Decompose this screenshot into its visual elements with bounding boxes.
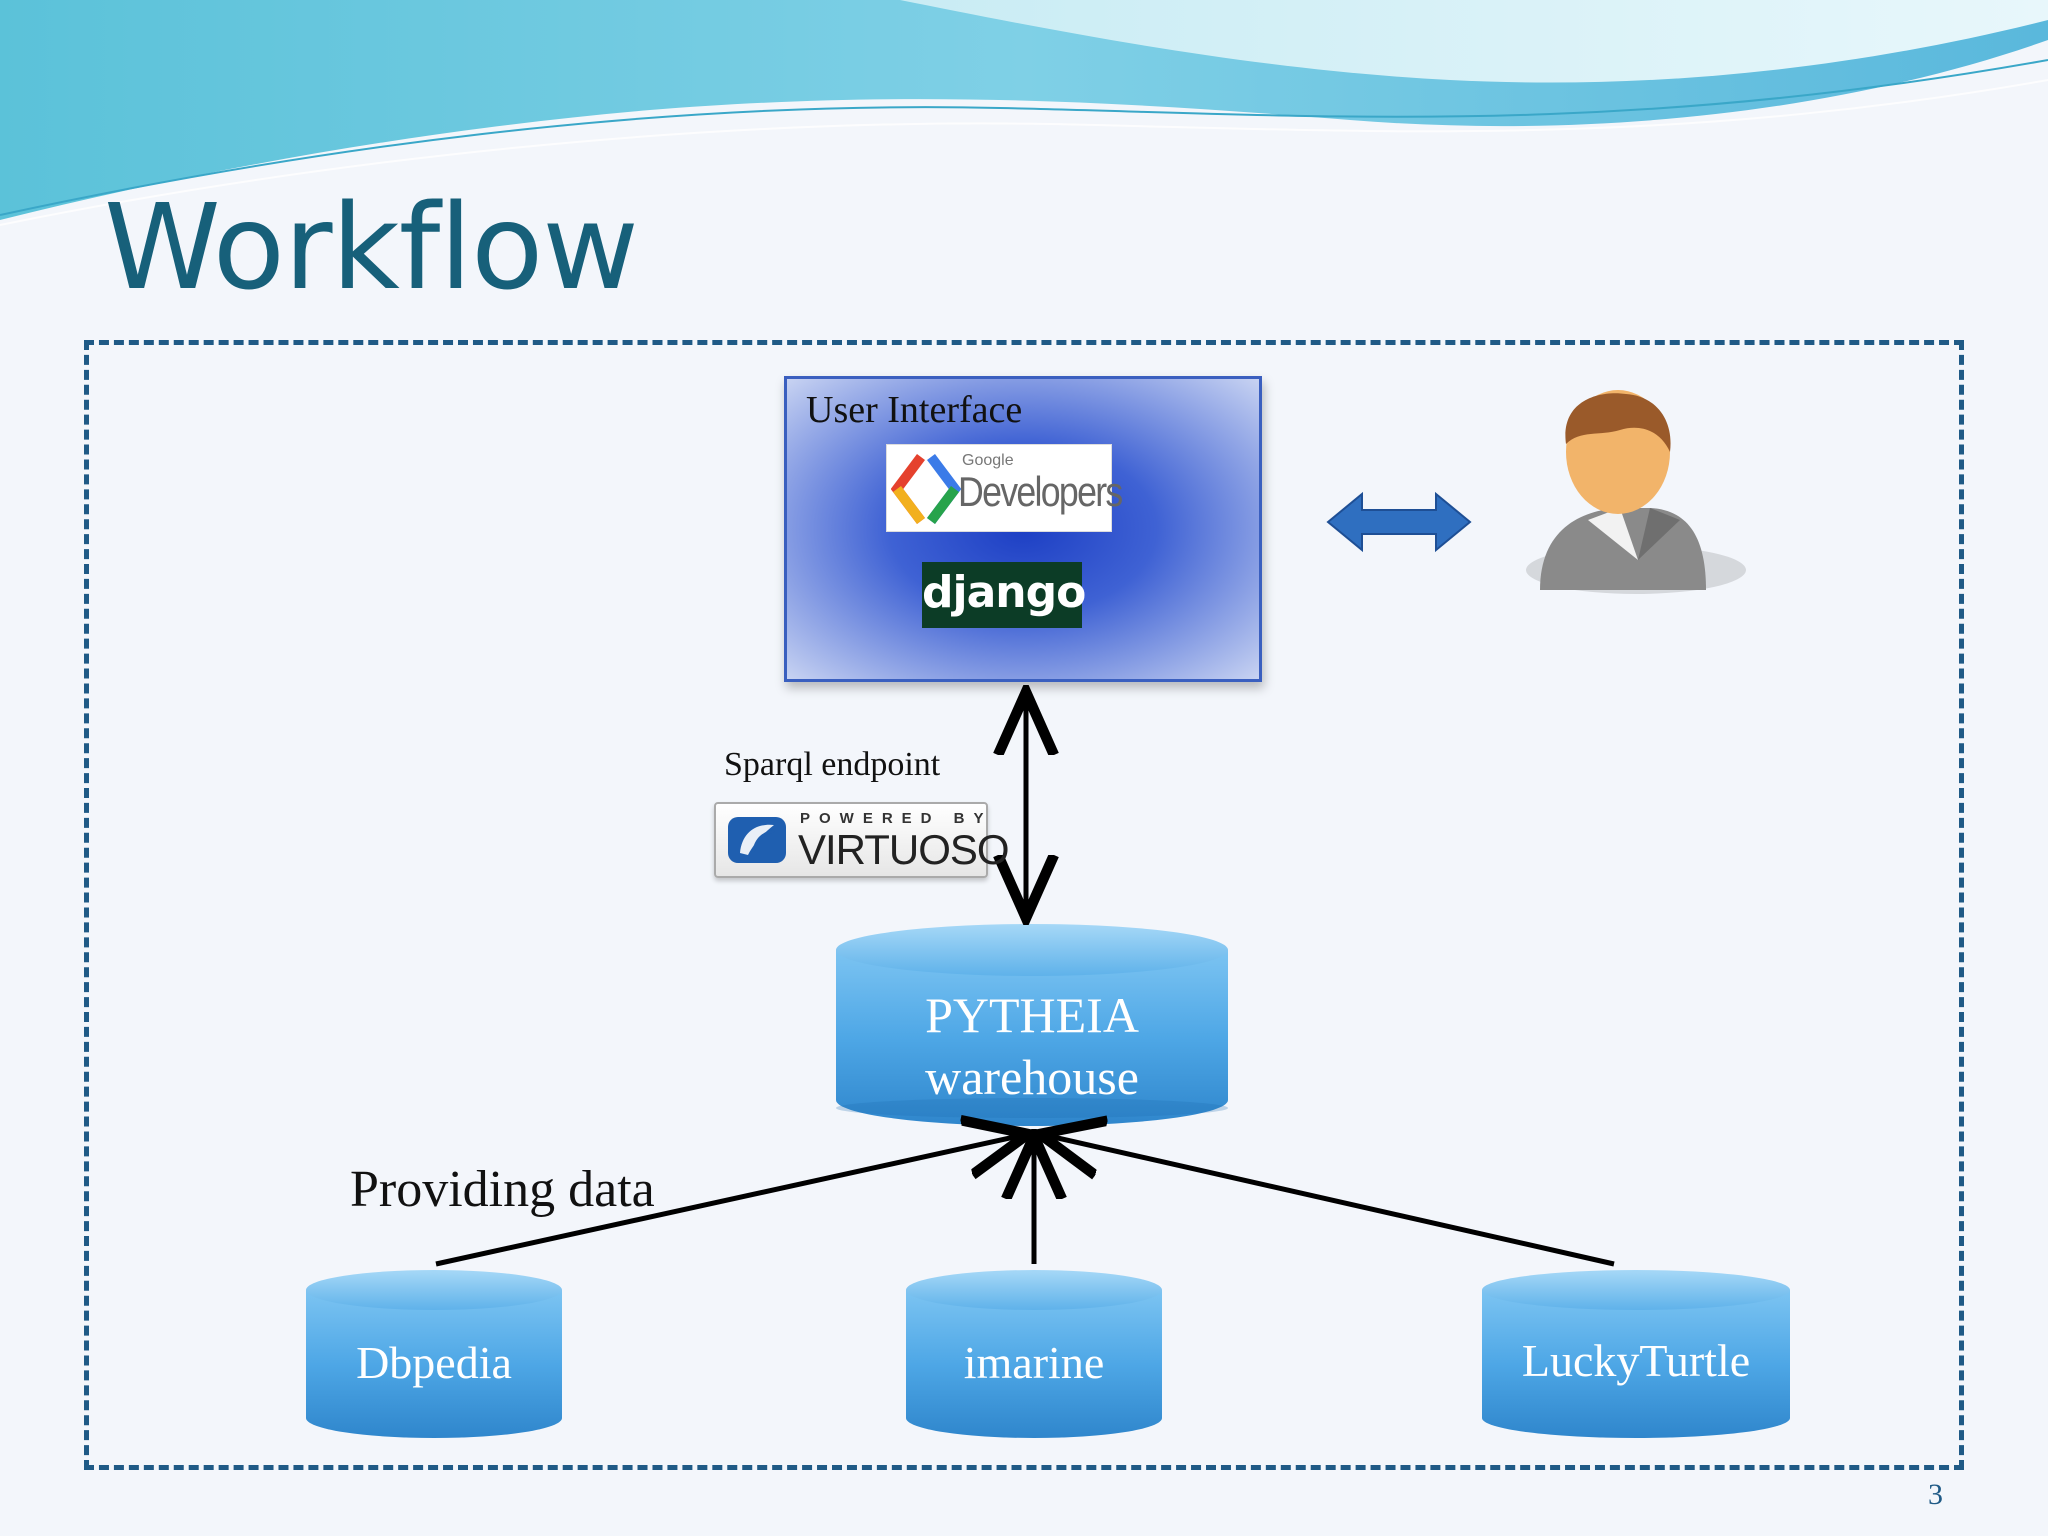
google-developers-logo [886,444,1112,532]
source-label-luckyturtle: LuckyTurtle [1521,1335,1751,1386]
dbpedia-connector [435,1134,1028,1267]
luckyturtle-cylinder [1482,1270,1790,1438]
warehouse-label-line1: PYTHEIA [925,987,1139,1043]
imarine-cylinder [906,1270,1162,1438]
header-wave [0,0,2048,226]
virtuoso-logo-icon [728,817,786,863]
source-label-imarine: imarine [963,1337,1105,1388]
warehouse-label: PYTHEIA warehouse [836,984,1228,1108]
virtuoso-badge [714,802,988,878]
warehouse-label-line2: warehouse [925,1049,1139,1105]
dbpedia-cylinder [306,1270,562,1438]
user-avatar-icon [1526,390,1746,594]
page-number: 3 [1928,1478,1943,1511]
user-interface-label: User Interface [806,389,1023,431]
slide-title: Workflow [104,178,639,316]
powered-by-text: POWERED BY [800,810,993,827]
double-arrow-icon [1326,491,1472,553]
google-developers-text: Developers [958,468,1123,515]
providing-data-label: Providing data [350,1161,655,1218]
google-brackets-icon [891,454,961,524]
luckyturtle-connector [1040,1134,1615,1267]
source-label-dbpedia: Dbpedia [356,1337,512,1388]
warehouse-cylinder [836,924,1228,1126]
virtuoso-text: VIRTUOSO [798,826,1010,873]
google-small-text: Google [962,452,1014,469]
sparql-endpoint-label: Sparql endpoint [724,746,941,783]
workflow-frame [84,340,1964,1470]
django-logo: django [922,562,1086,628]
